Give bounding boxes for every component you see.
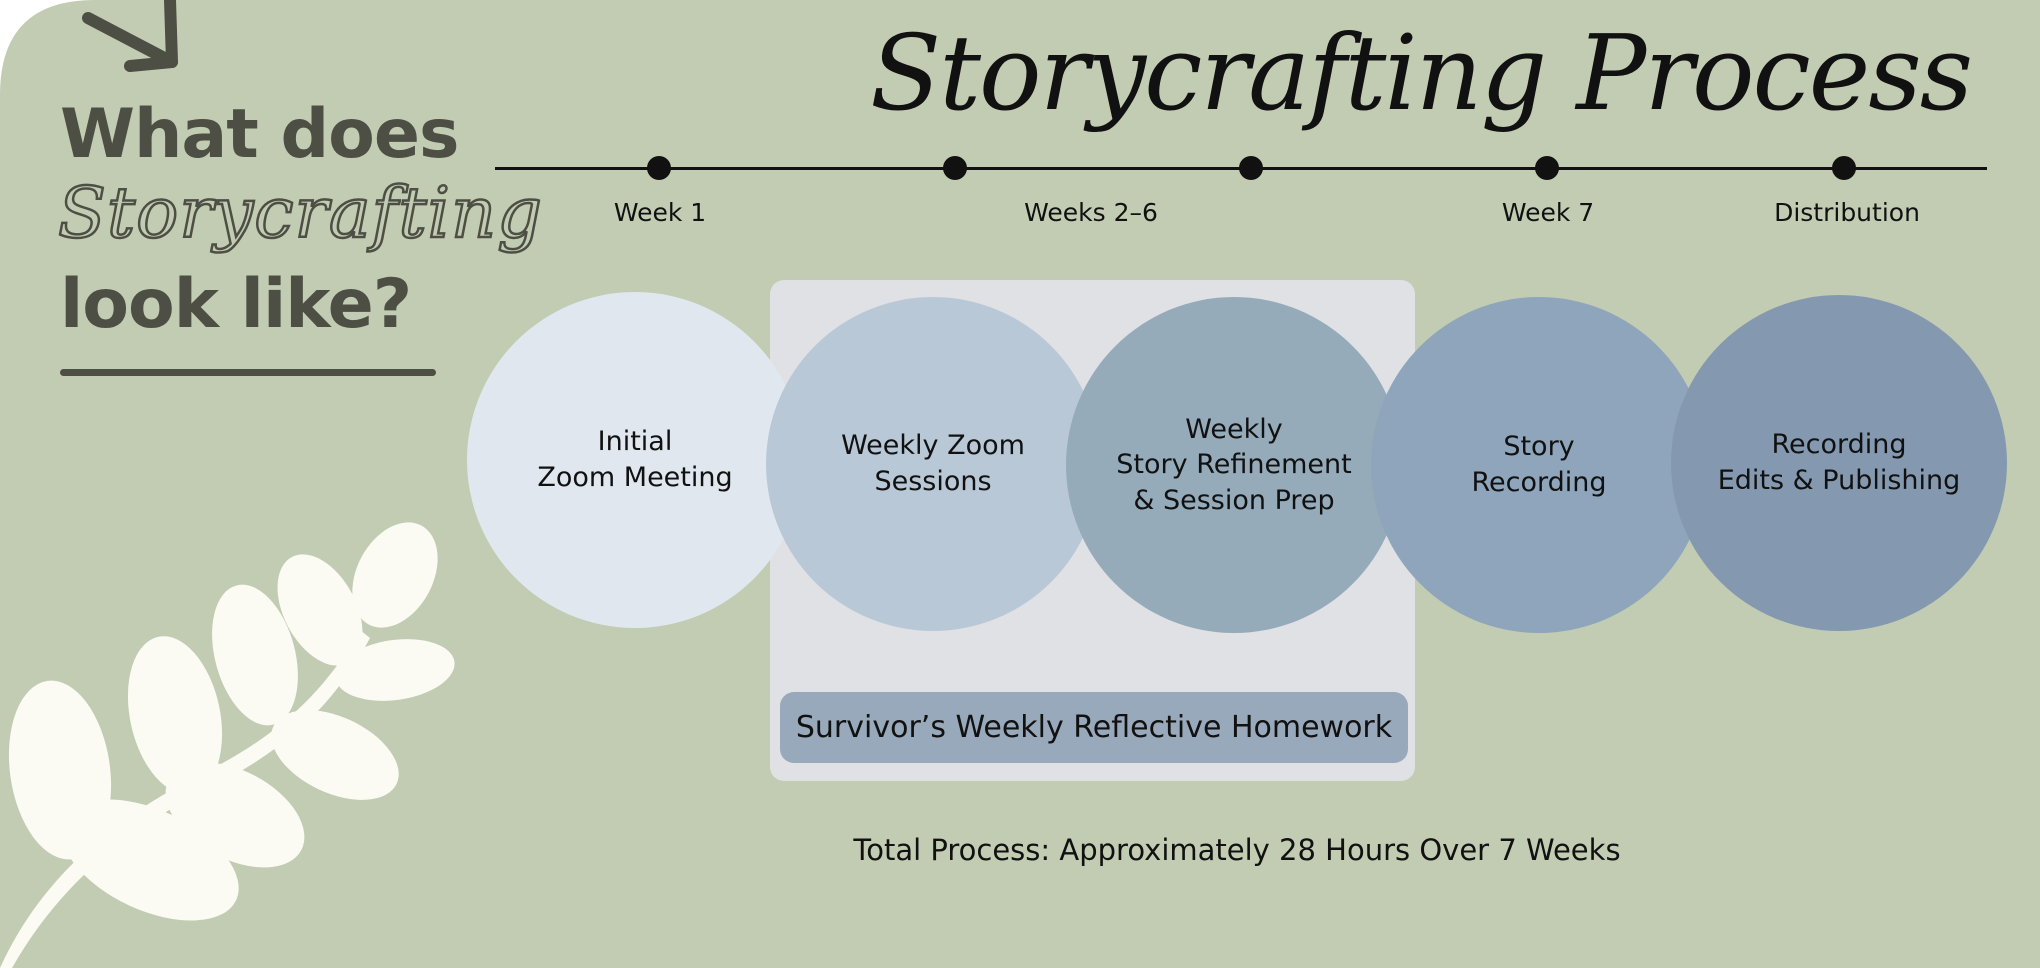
timeline-label-distribution: Distribution <box>1774 198 1920 227</box>
timeline-label-weeks-2-6: Weeks 2–6 <box>1024 198 1158 227</box>
stage-label: Recording Edits & Publishing <box>1717 429 1961 496</box>
header-line-look-like: look like? <box>60 265 412 344</box>
header-line-storycrafting: Storycrafting <box>57 171 543 256</box>
total-process-text: Total Process: Approximately 28 Hours Ov… <box>853 833 1621 867</box>
arrow-icon <box>82 0 178 72</box>
leaf-branch-icon <box>0 522 455 968</box>
stage-weekly-zoom-sessions: Weekly Zoom Sessions <box>766 297 1100 631</box>
timeline-dot <box>943 156 967 180</box>
stage-story-refinement: Weekly Story Refinement & Session Prep <box>1066 297 1402 633</box>
corner-curve-decoration <box>0 0 95 95</box>
stage-edits-publishing: Recording Edits & Publishing <box>1671 295 2007 631</box>
stage-label: Weekly Story Refinement & Session Prep <box>1116 413 1352 516</box>
stage-label: Story Recording <box>1471 431 1607 498</box>
timeline-dot <box>1535 156 1559 180</box>
timeline-label-week-7: Week 7 <box>1501 198 1595 227</box>
homework-label: Survivor’s Weekly Reflective Homework <box>780 692 1408 763</box>
timeline-dot <box>1239 156 1263 180</box>
stage-label: Initial Zoom Meeting <box>537 426 733 493</box>
header-line-what-does: What does <box>60 95 459 174</box>
header-underline <box>60 369 436 376</box>
stage-initial-zoom-meeting: Initial Zoom Meeting <box>467 292 803 628</box>
process-title: Storycrafting Process <box>870 12 1973 134</box>
timeline-label-week-1: Week 1 <box>613 198 707 227</box>
timeline-dot <box>1832 156 1856 180</box>
stage-story-recording: Story Recording <box>1371 297 1707 633</box>
timeline-dot <box>647 156 671 180</box>
stage-label: Weekly Zoom Sessions <box>841 430 1025 497</box>
